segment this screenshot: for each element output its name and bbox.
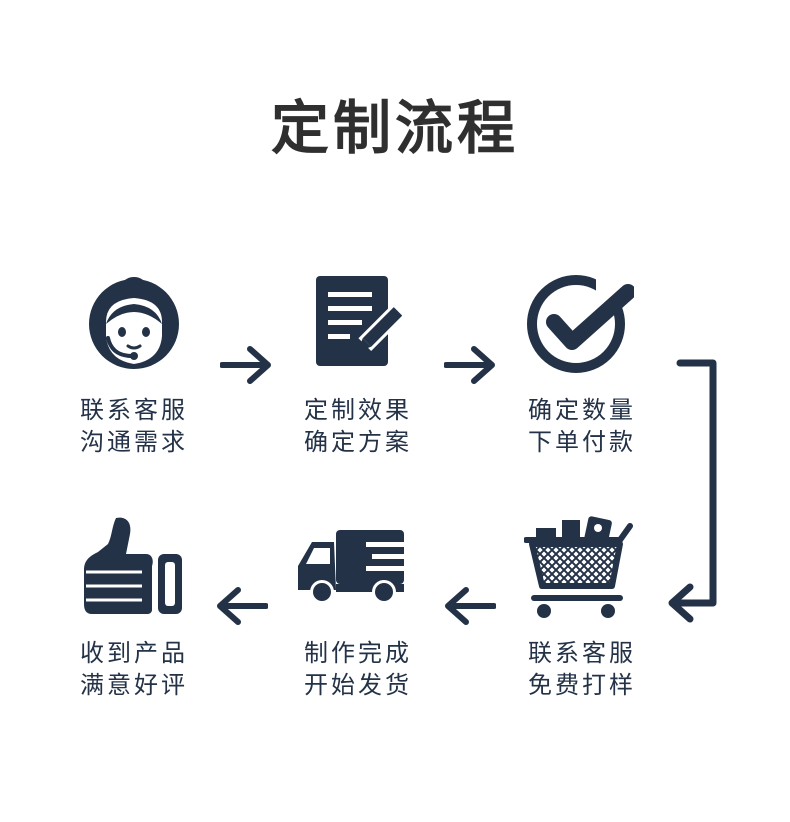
- step-caption-4: 联系客服 免费打样: [512, 637, 652, 701]
- step-caption-line1: 联系客服: [528, 639, 636, 667]
- step-caption-line1: 定制效果: [304, 396, 412, 424]
- shopping-cart-icon: [524, 516, 633, 618]
- step-caption-6: 收到产品 满意好评: [64, 637, 204, 701]
- arrow-left-icon: [445, 587, 496, 625]
- arrow-right-icon: [444, 346, 495, 384]
- step-caption-line1: 联系客服: [80, 396, 188, 424]
- step-caption-line2: 满意好评: [80, 671, 188, 699]
- step-caption-line2: 确定方案: [304, 428, 412, 456]
- step-caption-line2: 开始发货: [304, 671, 412, 699]
- step-caption-3: 确定数量 下单付款: [512, 394, 652, 458]
- document-pen-icon: [316, 276, 402, 366]
- check-circle-icon: [527, 274, 634, 373]
- step-caption-line2: 下单付款: [528, 428, 636, 456]
- step-caption-5: 制作完成 开始发货: [288, 637, 428, 701]
- page-title: 定制流程: [270, 94, 519, 162]
- thumbs-up-icon: [84, 517, 182, 614]
- arrow-left-icon: [217, 587, 268, 625]
- step-caption-line2: 免费打样: [528, 671, 636, 699]
- step-caption-line1: 确定数量: [528, 396, 636, 424]
- arrow-right-icon: [220, 346, 271, 384]
- step-caption-1: 联系客服 沟通需求: [64, 394, 204, 458]
- connector-arrow-icon: [668, 359, 717, 623]
- step-caption-2: 定制效果 确定方案: [288, 394, 428, 458]
- step-caption-line1: 制作完成: [304, 639, 412, 667]
- delivery-truck-icon: [298, 530, 416, 604]
- customer-service-icon: [89, 277, 179, 369]
- step-caption-line1: 收到产品: [80, 639, 188, 667]
- step-caption-line2: 沟通需求: [80, 428, 188, 456]
